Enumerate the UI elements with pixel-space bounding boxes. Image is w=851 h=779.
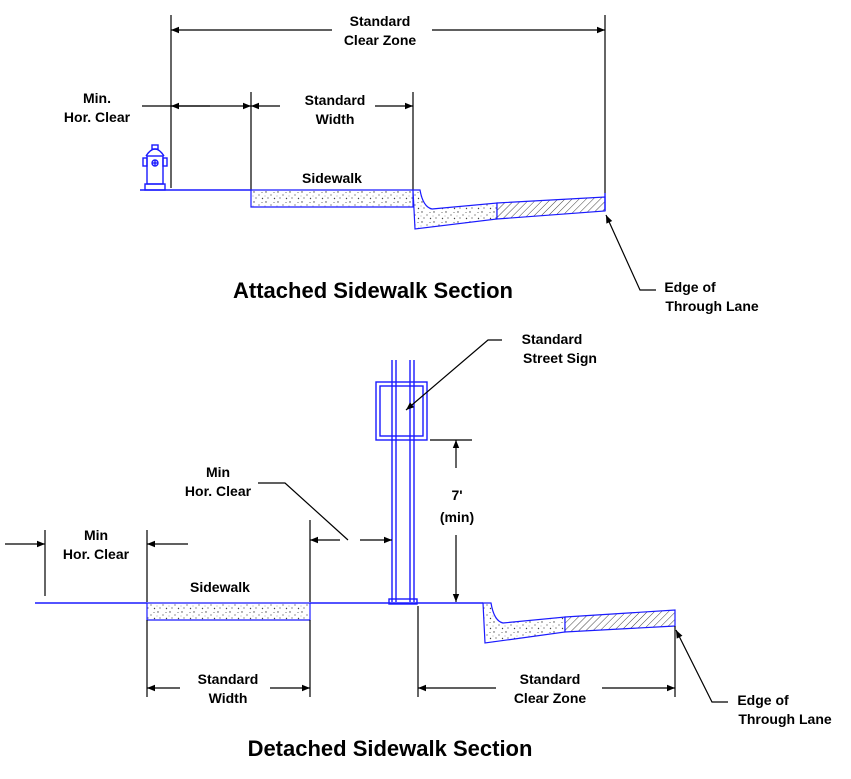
leader-edge-of-through-lane-detached: Edge of Through Lane <box>675 629 832 727</box>
detached-section: Standard Street Sign 7' (min) Min Hor. C… <box>5 331 832 761</box>
label-min-hor-clear-left-2: Hor. Clear <box>63 546 130 562</box>
street-sign-icon <box>375 381 428 441</box>
dimension-min-hor-clear-left: Min Hor. Clear <box>5 527 188 602</box>
sidewalk-slab <box>250 189 414 208</box>
label-standard-street-sign-1: Standard <box>522 331 583 347</box>
leader-edge-of-through-lane: Edge of Through Lane <box>605 214 759 314</box>
label-standard-clear-zone-1: Standard <box>350 13 411 29</box>
street-sign-post <box>388 360 418 605</box>
dimension-min-hor-clear-sign: Min Hor. Clear <box>185 464 392 602</box>
pavement <box>496 196 606 220</box>
label-sidewalk: Sidewalk <box>302 170 362 186</box>
label-standard-width-2: Width <box>316 111 355 127</box>
label-standard-street-sign-2: Street Sign <box>523 350 597 366</box>
dimension-standard-width: Standard Width <box>251 92 413 127</box>
label-edge-of-through-lane-detached-2: Through Lane <box>738 711 832 727</box>
label-standard-width-detached-1: Standard <box>198 671 259 687</box>
label-min-hor-clear-sign-1: Min <box>206 464 230 480</box>
attached-section: Standard Clear Zone Min. Hor. Clear Stan… <box>64 13 759 314</box>
dimension-standard-clear-zone-detached: Standard Clear Zone <box>417 606 676 706</box>
dimension-standard-clear-zone: Standard Clear Zone <box>171 13 605 48</box>
curb-gutter-detached <box>482 602 566 644</box>
title-detached-sidewalk-section: Detached Sidewalk Section <box>248 736 533 761</box>
pavement-detached <box>564 609 676 633</box>
label-edge-of-through-lane-2: Through Lane <box>665 298 759 314</box>
dimension-standard-width-detached: Standard Width <box>146 620 311 706</box>
curb-gutter <box>412 189 498 230</box>
label-height-min: (min) <box>440 509 474 525</box>
label-min-hor-clear-sign-2: Hor. Clear <box>185 483 252 499</box>
dimension-sign-height: 7' (min) <box>430 439 474 602</box>
label-standard-clear-zone-detached-1: Standard <box>520 671 581 687</box>
sidewalk-slab-detached <box>146 602 311 621</box>
dimension-min-hor-clear: Min. Hor. Clear <box>64 90 251 125</box>
label-standard-width-detached-2: Width <box>209 690 248 706</box>
label-standard-width-1: Standard <box>305 92 366 108</box>
label-standard-clear-zone-detached-2: Clear Zone <box>514 690 587 706</box>
title-attached-sidewalk-section: Attached Sidewalk Section <box>233 278 513 303</box>
fire-hydrant-icon <box>140 144 169 191</box>
label-min-hor-clear-left-1: Min <box>84 527 108 543</box>
label-height-value: 7' <box>451 487 462 503</box>
label-min-hor-clear-2: Hor. Clear <box>64 109 131 125</box>
label-edge-of-through-lane-detached-1: Edge of <box>737 692 789 708</box>
label-standard-clear-zone-2: Clear Zone <box>344 32 417 48</box>
leader-standard-street-sign: Standard Street Sign <box>405 331 597 411</box>
label-edge-of-through-lane-1: Edge of <box>664 279 716 295</box>
label-sidewalk-detached: Sidewalk <box>190 579 250 595</box>
label-min-hor-clear-1: Min. <box>83 90 111 106</box>
